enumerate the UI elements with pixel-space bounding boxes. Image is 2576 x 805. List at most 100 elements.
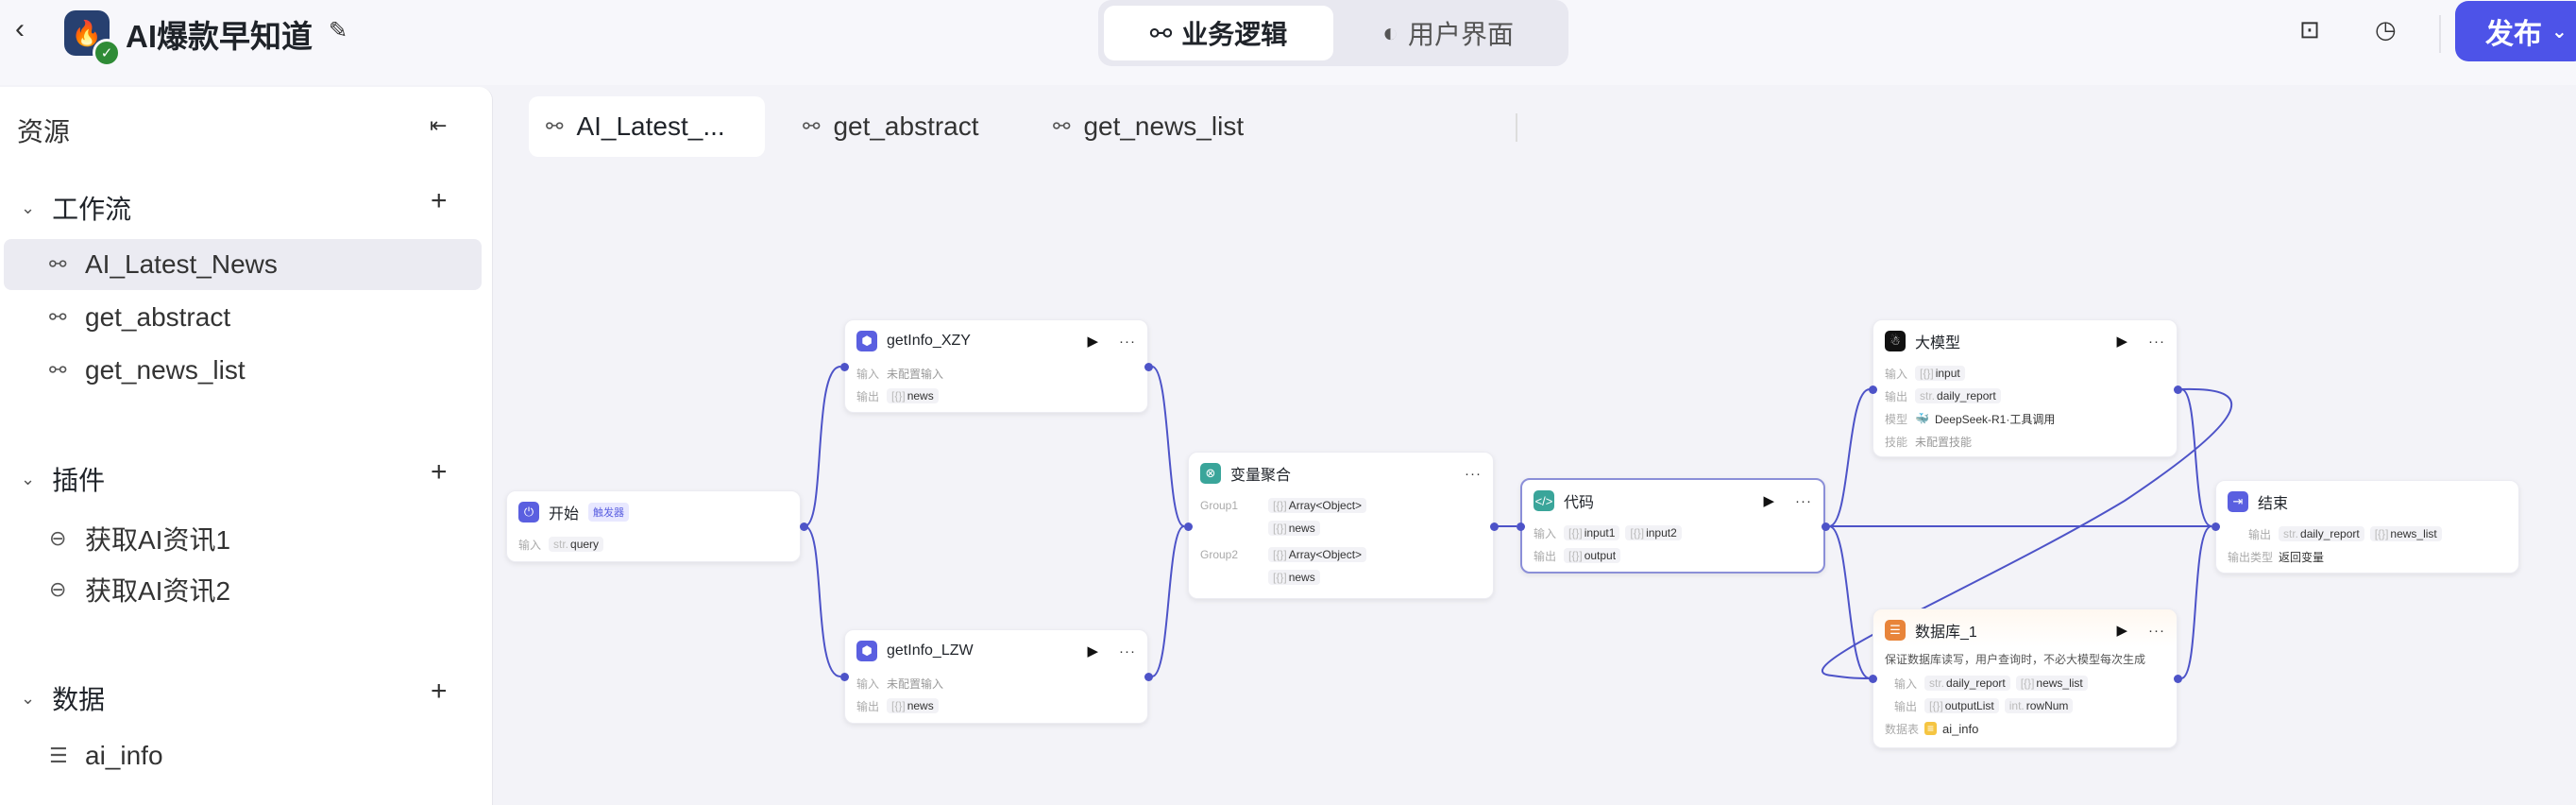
- trigger-badge[interactable]: 触发器: [588, 503, 630, 522]
- edge: [1151, 525, 1185, 677]
- sidebar-item-get-news-list[interactable]: ⚯get_news_list: [49, 355, 246, 385]
- more-icon[interactable]: ···: [1119, 333, 1136, 350]
- collapse-sidebar-icon[interactable]: ⇤: [430, 113, 448, 137]
- input-port[interactable]: [1184, 522, 1193, 531]
- type-tag: [{}]Array<Object>: [1268, 547, 1367, 562]
- canvas-tab-get-abstract[interactable]: ⚯get_abstract: [803, 111, 979, 141]
- input-port[interactable]: [840, 673, 849, 681]
- table-icon: ≡: [1924, 722, 1938, 735]
- input-port[interactable]: [1869, 675, 1877, 683]
- chevron-down-icon: ⌄: [21, 688, 36, 708]
- run-icon[interactable]: ▶: [2116, 623, 2127, 639]
- plugin-icon: ⬢: [856, 331, 877, 351]
- run-icon[interactable]: ▶: [1763, 493, 1774, 509]
- sidebar-item-plugin-2[interactable]: ⊖获取AI资讯2: [49, 576, 231, 606]
- chevron-down-icon: ⌄: [21, 197, 36, 217]
- sidebar-item-ai-latest-news[interactable]: ⚯AI_Latest_News: [4, 239, 482, 290]
- edge: [1151, 366, 1185, 527]
- output-port[interactable]: [1144, 673, 1153, 681]
- node-code[interactable]: </>代码▶··· 输入[{}]input1[{}]input2 输出[{}]o…: [1520, 478, 1825, 574]
- variable-tag: int.rowNum: [2004, 698, 2074, 713]
- publish-button[interactable]: 发布⌄: [2455, 1, 2576, 61]
- plugin-icon: ⬢: [856, 641, 877, 661]
- node-description: 保证数据库读写，用户查询时，不必大模型每次生成: [1885, 653, 2146, 666]
- view-toggle: ⚯业务逻辑 ◐用户界面: [1098, 0, 1568, 66]
- chevron-down-icon: ⌄: [2551, 21, 2568, 43]
- node-variable-aggregator[interactable]: ⊗变量聚合··· Group1[{}]Array<Object> [{}]new…: [1188, 452, 1494, 599]
- workflow-canvas[interactable]: ⚯AI_Latest_... ⚯get_abstract ⚯get_news_l…: [493, 87, 2576, 805]
- input-port[interactable]: [1869, 385, 1877, 394]
- input-port[interactable]: [1517, 522, 1525, 531]
- run-icon[interactable]: ▶: [2116, 334, 2127, 350]
- start-icon: ⏻: [518, 502, 539, 522]
- input-port[interactable]: [2212, 522, 2220, 531]
- run-icon[interactable]: ▶: [1087, 643, 1098, 659]
- edge: [2180, 525, 2212, 679]
- variable-tag: [{}]news_list: [2369, 526, 2442, 541]
- database-icon: ☰: [49, 744, 68, 767]
- tab-user-interface[interactable]: ◐用户界面: [1382, 18, 1514, 49]
- type-tag: [{}]Array<Object>: [1268, 498, 1367, 513]
- aggregate-icon: ⊗: [1200, 463, 1221, 484]
- output-port[interactable]: [1822, 522, 1830, 531]
- more-icon[interactable]: ···: [1795, 492, 1812, 509]
- sidebar-title: 资源: [17, 117, 71, 146]
- edge: [1828, 525, 1871, 679]
- workflow-icon: ⚯: [49, 358, 67, 382]
- canvas-tab-ai-latest-news[interactable]: ⚯AI_Latest_...: [529, 96, 765, 157]
- end-icon: ⇥: [2228, 491, 2248, 512]
- variable-tag: str.daily_report: [1915, 388, 2001, 403]
- variable-tag: str.daily_report: [2279, 526, 2364, 541]
- node-getinfo-xzy[interactable]: ⬢getInfo_XZY▶··· 输入未配置输入 输出[{}]news: [844, 319, 1148, 413]
- section-plugin[interactable]: ⌄插件: [21, 466, 106, 495]
- variable-tag: [{}]input2: [1625, 525, 1682, 540]
- variable-tag: [{}]news: [1268, 570, 1320, 585]
- more-icon[interactable]: ···: [1465, 465, 1482, 482]
- input-port[interactable]: [840, 363, 849, 371]
- output-port[interactable]: [2174, 675, 2182, 683]
- sidebar-item-get-abstract[interactable]: ⚯get_abstract: [49, 302, 231, 332]
- output-port[interactable]: [800, 522, 808, 531]
- section-data[interactable]: ⌄数据: [21, 685, 106, 714]
- variable-tag: str.query: [549, 537, 604, 552]
- top-bar: ‹ 🔥 ✓ AI爆款早知道 ✎ ⚯业务逻辑 ◐用户界面 ⊡ ◷ 发布⌄: [0, 0, 2576, 85]
- add-plugin-button[interactable]: +: [431, 456, 448, 488]
- more-icon[interactable]: ···: [2148, 333, 2165, 350]
- edge: [804, 366, 841, 527]
- edge: [2180, 388, 2212, 527]
- run-icon[interactable]: ▶: [1087, 334, 1098, 350]
- canvas-tab-get-news-list[interactable]: ⚯get_news_list: [1053, 111, 1245, 141]
- output-port[interactable]: [1490, 522, 1499, 531]
- sidebar-item-ai-info[interactable]: ☰ai_info: [49, 741, 163, 770]
- output-port[interactable]: [2174, 385, 2182, 394]
- variable-tag: [{}]outputList: [1924, 698, 1999, 713]
- app-title: AI爆款早知道: [126, 19, 313, 54]
- history-icon[interactable]: ◷: [2375, 15, 2397, 43]
- palette-icon: ◐: [1382, 18, 1398, 47]
- divider: [1516, 113, 1517, 142]
- more-icon[interactable]: ···: [1119, 642, 1136, 659]
- output-port[interactable]: [1144, 363, 1153, 371]
- add-workflow-button[interactable]: +: [431, 185, 448, 216]
- archive-download-icon[interactable]: ⊡: [2299, 15, 2320, 43]
- tab-business-logic[interactable]: ⚯业务逻辑: [1104, 6, 1333, 60]
- section-workflow[interactable]: ⌄工作流: [21, 195, 132, 224]
- add-data-button[interactable]: +: [431, 676, 448, 707]
- variable-tag: [{}]output: [1564, 548, 1621, 563]
- llm-icon: ☃: [1885, 331, 1906, 351]
- sidebar-item-plugin-1[interactable]: ⊖获取AI资讯1: [49, 525, 231, 555]
- edit-icon[interactable]: ✎: [329, 18, 348, 43]
- node-getinfo-lzw[interactable]: ⬢getInfo_LZW▶··· 输入未配置输入 输出[{}]news: [844, 629, 1148, 724]
- back-icon[interactable]: ‹: [15, 13, 25, 44]
- variable-tag: [{}]news: [1268, 521, 1320, 536]
- variable-tag: [{}]news_list: [2015, 676, 2088, 691]
- more-icon[interactable]: ···: [2148, 622, 2165, 639]
- check-icon: ✓: [93, 39, 121, 67]
- workflow-icon: ⚯: [546, 114, 564, 138]
- edge: [1828, 388, 1871, 527]
